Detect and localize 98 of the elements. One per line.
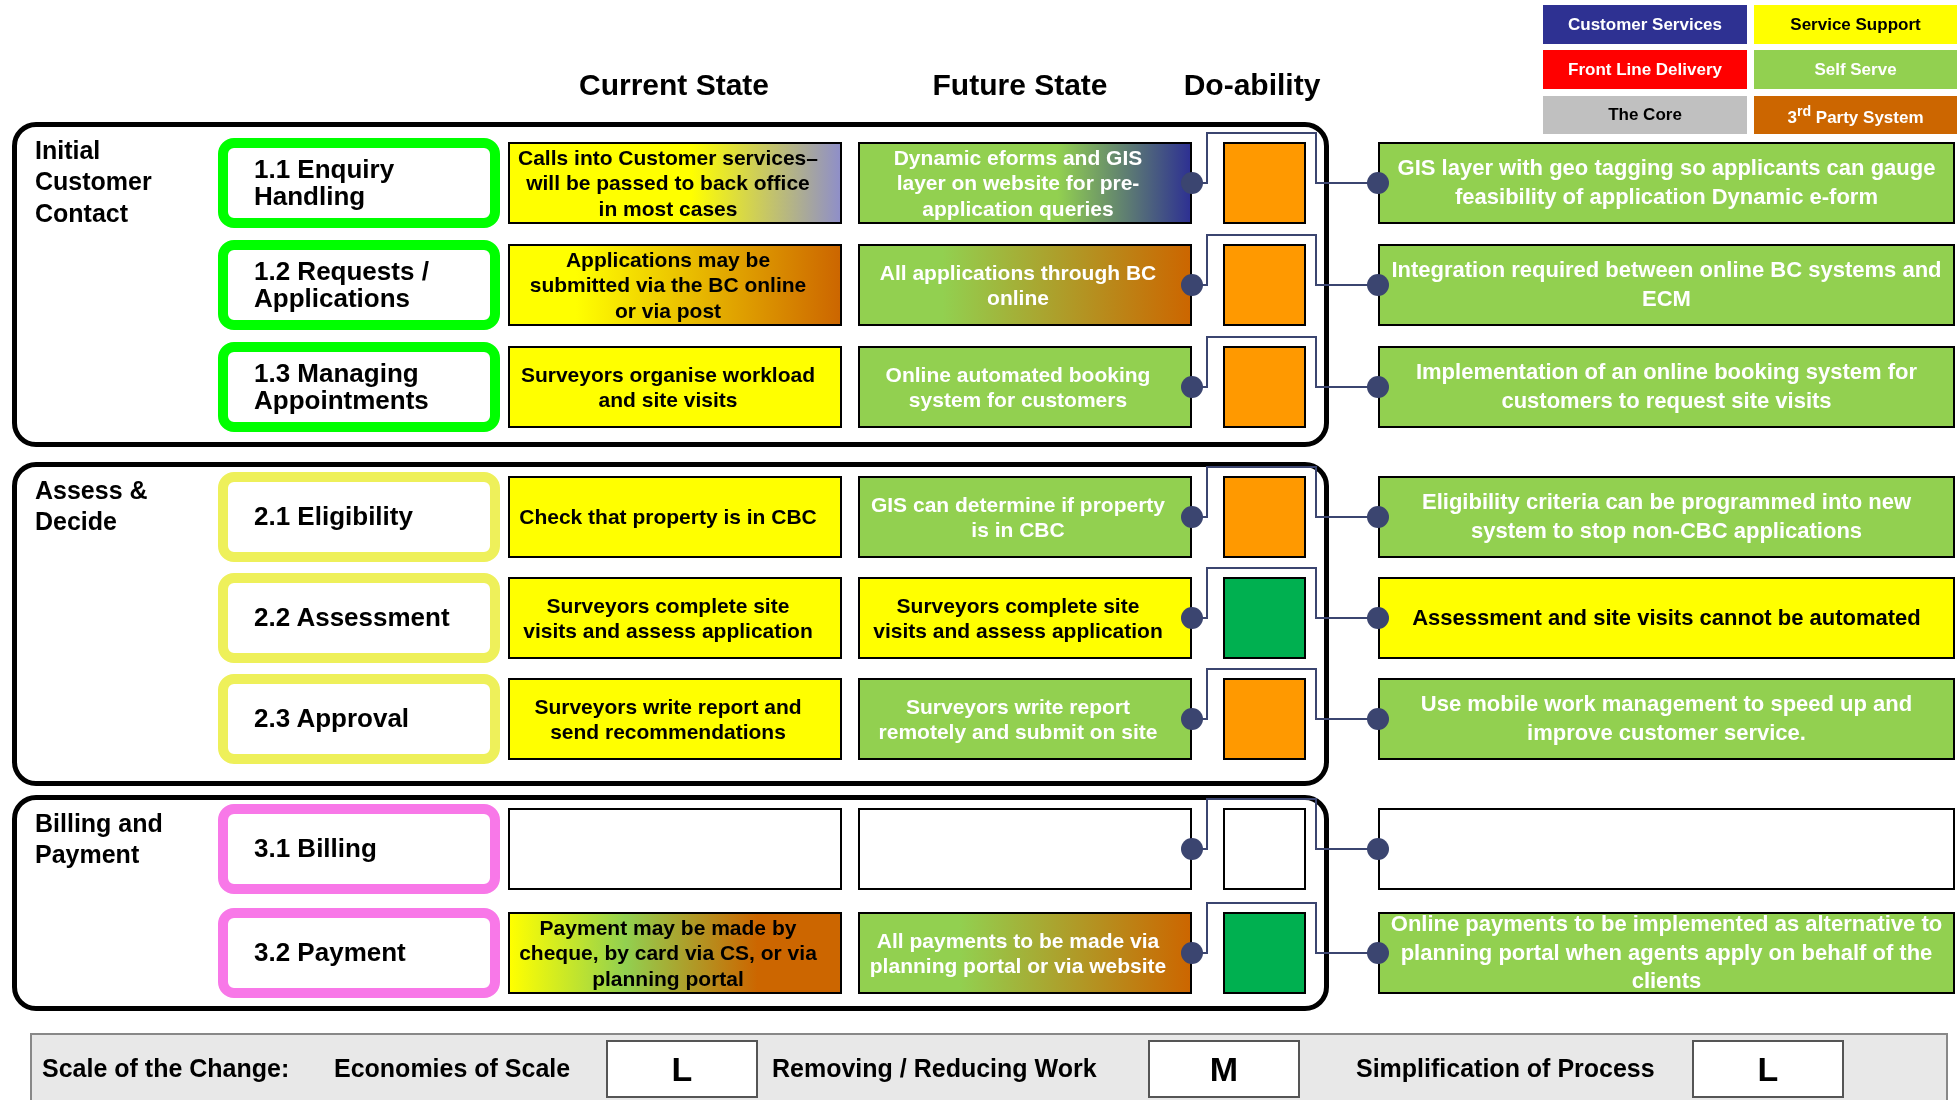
box-text: Payment may be made by cheque, by card via CS, or via planning portal: [518, 915, 818, 991]
scale-rating: L: [606, 1040, 758, 1098]
comment-box: [1378, 142, 1955, 224]
future-state-box: [858, 142, 1192, 224]
box-text: All applications through BC online: [878, 259, 1158, 311]
connector-line: [1181, 902, 1389, 964]
comment-box: [1378, 808, 1955, 890]
box-text: Integration required between online BC systems and ECM: [1390, 256, 1943, 313]
process-label: 2.2 Assessment: [254, 604, 450, 632]
process-box: [218, 674, 500, 764]
scale-rating: L: [1692, 1040, 1844, 1098]
comment-box: [1378, 346, 1955, 428]
connector-line: [1181, 668, 1389, 730]
box-text: Check that property is in CBC: [519, 504, 817, 530]
legend-label: Service Support: [1790, 14, 1921, 35]
future-state-box: [858, 577, 1192, 659]
process-label: 3.2 Payment: [254, 939, 406, 967]
box-text: Online payments to be implemented as alternative to planning portal when agents apply on behalf of the clients: [1389, 910, 1944, 996]
box-text: Surveyors complete site visits and assess application: [522, 592, 814, 644]
comment-box: [1378, 244, 1955, 326]
process-label: 2.1 Eligibility: [254, 503, 413, 531]
connector-line: [1181, 132, 1389, 194]
process-box: [218, 472, 500, 562]
process-label: 1.2 Requests / Applications: [254, 257, 430, 313]
process-label: 3.1 Billing: [254, 835, 377, 863]
current-state-box: [508, 577, 842, 659]
box-text: Implementation of an online booking system for customers to request site visits: [1414, 358, 1919, 415]
future-state-box: [858, 678, 1192, 760]
legend-label: Customer Services: [1568, 14, 1722, 35]
box-text: Online automated booking system for customers: [884, 361, 1152, 413]
box-text: GIS can determine if property is in CBC: [869, 491, 1167, 543]
scale-label: Economies of Scale: [334, 1054, 571, 1083]
scale-label: Scale of the Change:: [42, 1054, 290, 1083]
legend-label: Front Line Delivery: [1568, 59, 1722, 80]
do-ability-box: [1223, 678, 1306, 760]
comment-box: [1378, 476, 1955, 558]
future-state-box: [858, 476, 1192, 558]
box-text: Surveyors write report and send recommendations: [533, 693, 803, 745]
connector-line: [1181, 466, 1389, 528]
connector-line: [1181, 567, 1389, 629]
current-state-box: [508, 244, 842, 326]
do-ability-box: [1223, 912, 1306, 994]
do-ability-box: [1223, 142, 1306, 224]
section-frame: [12, 795, 1329, 1011]
current-state-box: [508, 912, 842, 994]
scale-label: Removing / Reducing Work: [772, 1054, 1097, 1083]
do-ability-box: [1223, 476, 1306, 558]
section-heading: Billing and Payment: [35, 808, 164, 871]
process-label: 1.1 Enquiry Handling: [254, 155, 396, 211]
box-text: All payments to be made via planning portal or via website: [868, 927, 1168, 979]
box-text: Assessment and site visits cannot be automated: [1412, 603, 1921, 632]
box-text: Applications may be submitted via the BC online or via post: [528, 247, 808, 323]
process-box: [218, 240, 500, 330]
column-header: Do-ability: [1183, 68, 1321, 102]
section-heading: Assess & Decide: [35, 475, 149, 538]
current-state-box: [508, 808, 842, 890]
future-state-box: [858, 912, 1192, 994]
box-text: Surveyors organise workload and site visits: [519, 361, 817, 413]
future-state-box: [858, 808, 1192, 890]
box-text: Dynamic eforms and GIS layer on website for pre-application queries: [892, 145, 1144, 221]
process-box: [218, 138, 500, 228]
column-header: Current State: [579, 68, 769, 102]
future-state-box: [858, 244, 1192, 326]
box-text: Surveyors complete site visits and assess application: [872, 592, 1164, 644]
process-box: [218, 573, 500, 663]
current-state-box: [508, 678, 842, 760]
process-box: [218, 804, 500, 894]
comment-box: [1378, 577, 1955, 659]
box-text: Use mobile work management to speed up and improve customer service.: [1419, 690, 1914, 747]
section-frame: [12, 462, 1329, 786]
legend-label: The Core: [1608, 105, 1682, 125]
process-box: [218, 342, 500, 432]
box-text: Calls into Customer services– will be passed to back office in most cases: [518, 145, 818, 221]
connector-line: [1181, 234, 1389, 296]
connector-line: [1181, 336, 1389, 398]
future-state-box: [858, 346, 1192, 428]
box-text: Surveyors write report remotely and submit on site: [877, 693, 1159, 745]
process-label: 2.3 Approval: [254, 705, 410, 733]
process-label: 1.3 Managing Appointments: [254, 359, 430, 415]
do-ability-box: [1223, 346, 1306, 428]
section-frame: [12, 122, 1329, 447]
scale-rating: M: [1148, 1040, 1300, 1098]
scale-label: Simplification of Process: [1356, 1054, 1655, 1083]
box-text: GIS layer with geo tagging so applicants can gauge feasibility of application Dynamic e-form: [1396, 154, 1937, 211]
do-ability-box: [1223, 577, 1306, 659]
legend-label: 3$^{rd}$ Party System: [1787, 102, 1924, 128]
comment-box: [1378, 678, 1955, 760]
do-ability-box: [1223, 244, 1306, 326]
process-box: [218, 908, 500, 998]
legend-label: Self Serve: [1814, 59, 1897, 80]
current-state-box: [508, 476, 842, 558]
current-state-box: [508, 142, 842, 224]
do-ability-box: [1223, 808, 1306, 890]
connector-line: [1181, 798, 1389, 860]
column-header: Future State: [932, 68, 1108, 102]
current-state-box: [508, 346, 842, 428]
section-heading: Initial Customer Contact: [35, 135, 153, 229]
box-text: Eligibility criteria can be programmed into new system to stop non-CBC applications: [1421, 488, 1912, 545]
